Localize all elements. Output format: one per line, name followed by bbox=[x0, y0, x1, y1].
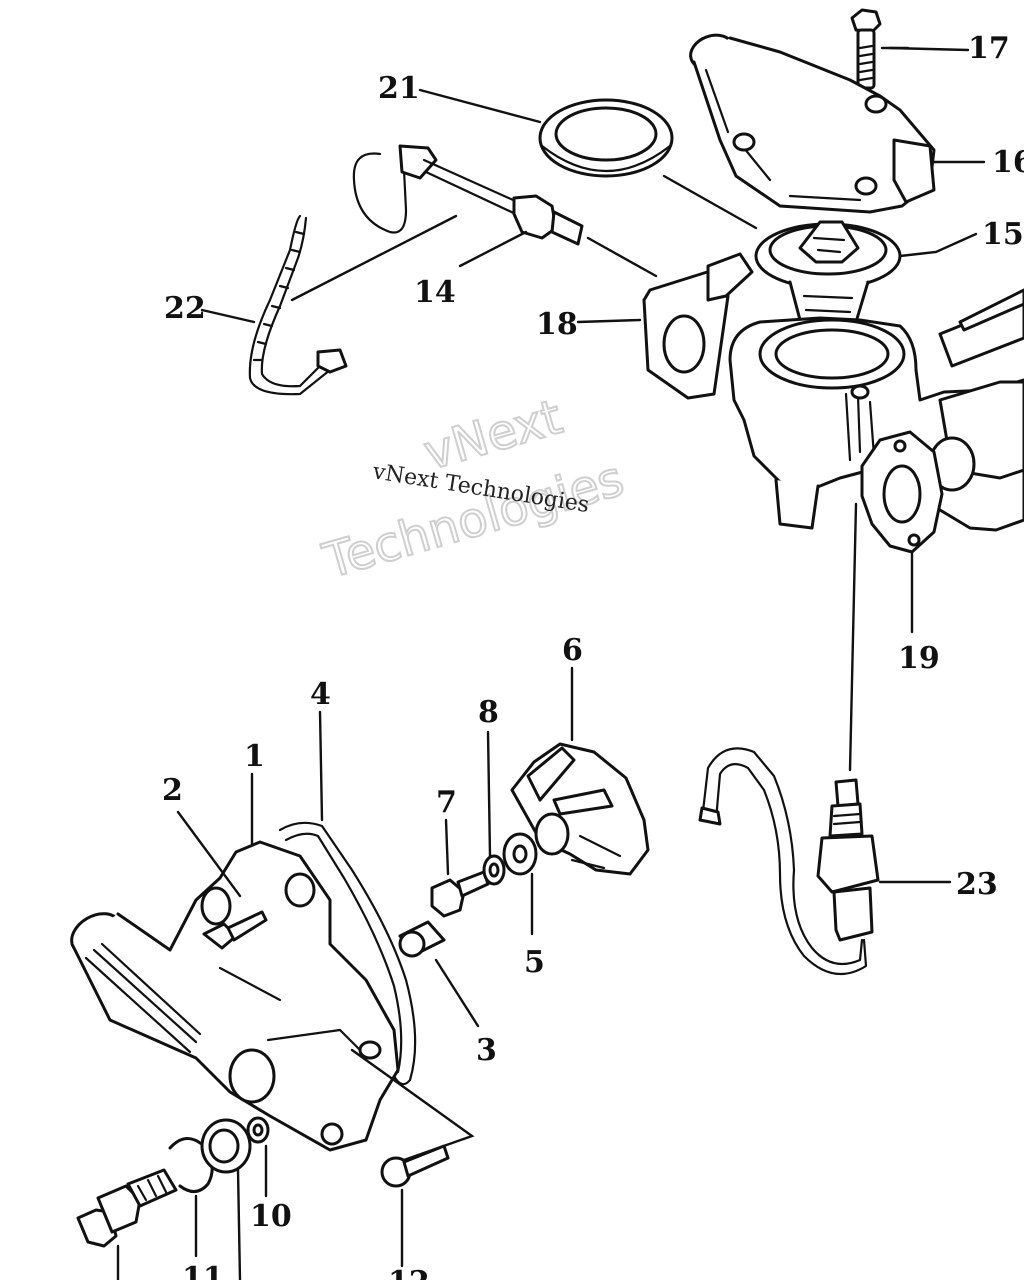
callout-1: 1 bbox=[244, 739, 265, 774]
callout-8: 8 bbox=[478, 695, 499, 730]
leader-lines bbox=[116, 46, 986, 1280]
callout-2: 2 bbox=[162, 773, 183, 808]
callout-17: 17 bbox=[968, 31, 1010, 66]
part-washer-5 bbox=[502, 832, 538, 876]
callout-labels: 17 16 21 15 14 22 18 19 23 6 4 8 1 2 7 5… bbox=[162, 31, 1024, 1280]
part-water-pump-body-1 bbox=[70, 840, 400, 1152]
watermark: vNext Technologies vNext Technologies bbox=[316, 388, 631, 591]
callout-12: 12 bbox=[388, 1265, 430, 1280]
part-drain-plug bbox=[76, 1168, 178, 1248]
part-pipe-sensor-23 bbox=[698, 747, 880, 976]
part-screw-12 bbox=[380, 1144, 450, 1188]
part-sender-14 bbox=[352, 144, 584, 246]
part-dowel-3 bbox=[398, 920, 446, 958]
callout-21: 21 bbox=[378, 71, 420, 106]
callout-5: 5 bbox=[524, 945, 545, 980]
part-washer-10 bbox=[246, 1116, 270, 1144]
callout-10: 10 bbox=[250, 1199, 292, 1234]
callout-14: 14 bbox=[414, 275, 456, 310]
part-bolt-7 bbox=[430, 870, 490, 918]
callout-11: 11 bbox=[182, 1261, 224, 1280]
callout-22: 22 bbox=[164, 291, 206, 326]
part-bolt-17 bbox=[850, 8, 882, 90]
callout-15: 15 bbox=[982, 217, 1024, 252]
watermark-big-line1: vNext bbox=[418, 389, 568, 481]
callout-7: 7 bbox=[436, 785, 457, 820]
callout-4: 4 bbox=[310, 677, 331, 712]
callout-19: 19 bbox=[898, 641, 940, 676]
part-gasket-19 bbox=[860, 430, 944, 554]
callout-3: 3 bbox=[476, 1033, 497, 1068]
part-strap-clamp-22 bbox=[248, 214, 348, 396]
part-gasket-ring-21 bbox=[538, 98, 674, 178]
part-ring-11 bbox=[168, 1118, 252, 1193]
part-thermostat-housing-16 bbox=[689, 33, 936, 214]
part-gasket-4 bbox=[278, 821, 417, 1086]
part-thermostat-15 bbox=[754, 220, 902, 324]
watermark-big-line2: Technologies bbox=[317, 451, 630, 590]
callout-18: 18 bbox=[536, 307, 578, 342]
callout-16: 16 bbox=[992, 145, 1024, 180]
callout-6: 6 bbox=[562, 633, 583, 668]
part-washer-8 bbox=[482, 854, 506, 886]
part-pump-housing-18 bbox=[642, 252, 1024, 532]
callout-23: 23 bbox=[956, 867, 998, 902]
part-impeller-6 bbox=[510, 742, 650, 876]
